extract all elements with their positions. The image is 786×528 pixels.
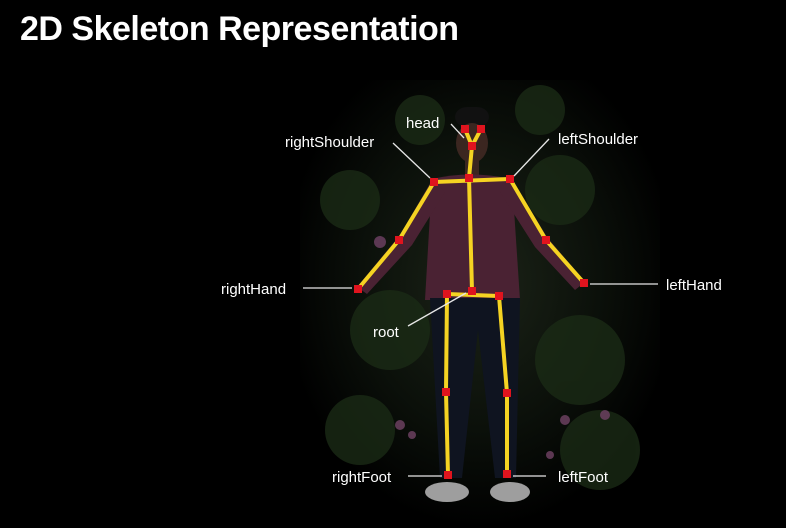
- label-left-shoulder: leftShoulder: [558, 131, 638, 148]
- bone-right-forearm: [356, 238, 401, 291]
- flowers: [374, 236, 610, 459]
- person-legs: [430, 298, 520, 478]
- bone-spine: [467, 176, 474, 293]
- label-right-foot: rightFoot: [332, 469, 392, 486]
- joint-left-knee: [503, 389, 511, 397]
- foliage: [320, 85, 640, 490]
- bone-left-upper-arm: [508, 177, 548, 242]
- joint-right-shoulder: [430, 178, 438, 186]
- leader-head: [450, 123, 465, 139]
- label-right-shoulder: rightShoulder: [285, 134, 374, 151]
- label-left-foot: leftFoot: [558, 469, 609, 486]
- joint-right-elbow: [395, 236, 403, 244]
- bone-right-shin: [444, 390, 450, 477]
- joint-left-eye: [477, 125, 485, 133]
- joint-right-eye: [461, 125, 469, 133]
- joint-right-foot: [444, 471, 452, 479]
- joint-left-hand: [580, 279, 588, 287]
- label-right-hand: rightHand: [221, 281, 286, 298]
- leader-lines: [303, 123, 658, 477]
- joint-left-elbow: [542, 236, 550, 244]
- bone-left-thigh: [497, 294, 509, 395]
- bone-right-thigh: [444, 292, 449, 394]
- leader-right-shoulder: [392, 142, 431, 179]
- label-root: root: [373, 324, 400, 341]
- joint-left-foot: [503, 470, 511, 478]
- person-hair: [455, 107, 489, 127]
- leader-root: [407, 292, 467, 327]
- bone-left-forearm: [544, 238, 586, 285]
- joint-left-shoulder: [506, 175, 514, 183]
- bone-neck: [467, 144, 474, 180]
- joint-neck: [465, 174, 473, 182]
- joint-head: [468, 142, 476, 150]
- bone-right-upper-arm: [397, 180, 436, 242]
- joint-root: [468, 287, 476, 295]
- label-head: head: [406, 115, 439, 132]
- label-left-hand: leftHand: [666, 277, 722, 294]
- skeleton-joints: [354, 125, 588, 479]
- joint-right-hand: [354, 285, 362, 293]
- skeleton-bones: [356, 127, 586, 477]
- person-right-shoe: [425, 482, 469, 502]
- joint-right-hip: [443, 290, 451, 298]
- slide-title: 2D Skeleton Representation: [20, 10, 459, 48]
- joint-right-knee: [442, 388, 450, 396]
- leader-left-shoulder: [513, 138, 550, 177]
- person-left-shoe: [490, 482, 530, 502]
- joint-left-hip: [495, 292, 503, 300]
